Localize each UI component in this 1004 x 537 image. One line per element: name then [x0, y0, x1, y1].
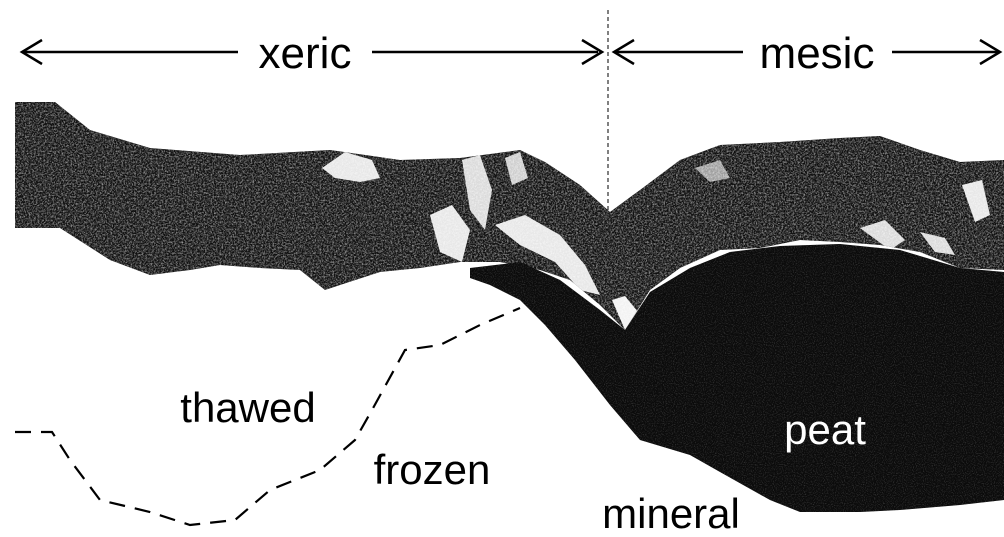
mesic-zone-label: mesic [760, 29, 875, 78]
peat-label: peat [784, 406, 866, 453]
xeric-zone-label: xeric [259, 29, 352, 78]
mineral-label: mineral [602, 490, 740, 537]
frozen-label: frozen [374, 446, 491, 493]
thawed-label: thawed [180, 384, 315, 431]
